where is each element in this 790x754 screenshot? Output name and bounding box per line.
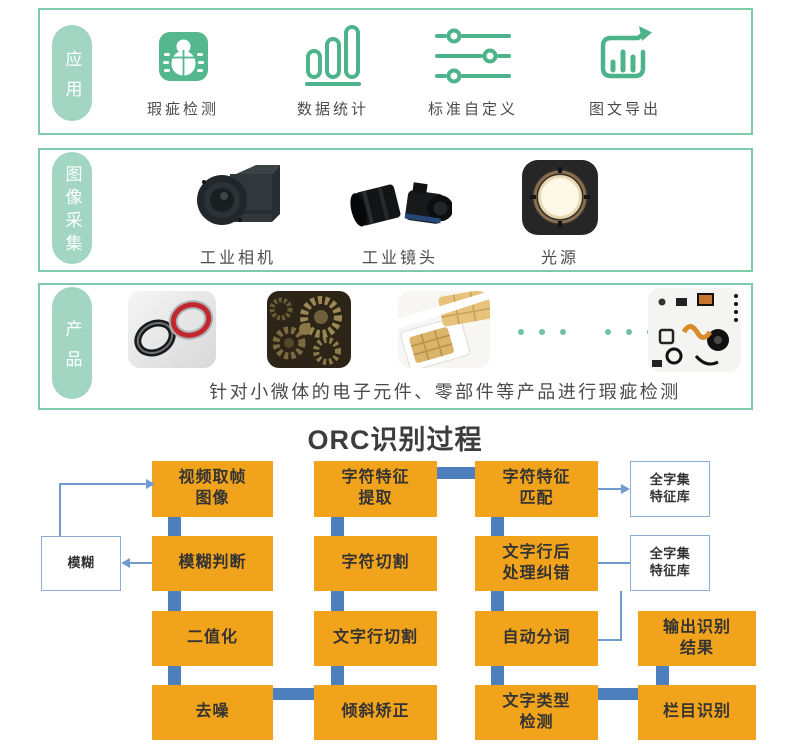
pcb-parts-photo xyxy=(648,288,741,372)
arrow-line xyxy=(598,488,622,490)
bug-icon xyxy=(158,31,208,81)
dot xyxy=(518,329,524,335)
export-chart-icon xyxy=(600,26,652,79)
connector xyxy=(437,467,475,479)
bearing-rings-photo xyxy=(128,291,216,368)
connector xyxy=(331,666,344,685)
flow-step-line-cut: 文字行切割 xyxy=(314,611,437,666)
flow-step-deskew: 倾斜矫正 xyxy=(314,685,437,740)
connector xyxy=(168,666,181,685)
app-item-label: 标准自定义 xyxy=(427,101,518,118)
connector xyxy=(273,688,314,700)
flow-ref-blur: 模糊 xyxy=(41,536,121,591)
arrow-line xyxy=(59,483,146,485)
flow-step-output-result: 输出识别 结果 xyxy=(638,611,756,666)
arrow-line xyxy=(620,591,622,641)
flow-ref-fullset-library-2: 全字集 特征库 xyxy=(630,535,710,591)
arrowhead-right xyxy=(146,479,155,489)
app-item-label: 图文导出 xyxy=(588,101,661,118)
app-item-data-statistics: 数据统计 xyxy=(258,21,408,119)
capture-item-light-source: 光源 xyxy=(485,156,635,268)
dot xyxy=(605,329,611,335)
dot xyxy=(626,329,632,335)
flow-step-binarize: 二值化 xyxy=(152,611,273,666)
industrial-camera-photo xyxy=(197,165,280,225)
flow-step-column-recognize: 栏目识别 xyxy=(638,685,756,740)
app-item-label: 瑕疵检测 xyxy=(146,101,219,118)
capture-item-label: 工业相机 xyxy=(199,250,276,267)
connector xyxy=(331,517,344,536)
connector xyxy=(491,591,504,611)
connector xyxy=(168,591,181,611)
flow-step-blur-judge: 模糊判断 xyxy=(152,536,273,591)
app-item-export: 图文导出 xyxy=(550,21,700,119)
connector xyxy=(168,517,181,536)
flow-step-postprocess: 文字行后 处理纠错 xyxy=(475,536,598,591)
arrow-line xyxy=(598,639,622,641)
arrow-line xyxy=(129,562,152,564)
flow-ref-fullset-library-1: 全字集 特征库 xyxy=(630,461,710,517)
gears-photo xyxy=(267,291,351,368)
connector xyxy=(331,591,344,611)
section-label-image-capture: 图像采集 xyxy=(52,152,92,264)
capture-item-camera: 工业相机 xyxy=(163,156,313,268)
flow-step-video-frame: 视频取帧 图像 xyxy=(152,461,273,517)
app-item-defect-detection: 瑕疵检测 xyxy=(108,21,258,119)
flow-step-feature-match: 字符特征 匹配 xyxy=(475,461,598,517)
more-products-dots xyxy=(518,329,668,335)
flowchart-title: ORC识别过程 xyxy=(307,425,483,455)
section-image-capture xyxy=(38,148,753,272)
arrowhead-right xyxy=(621,484,630,494)
capture-item-label: 工业镜头 xyxy=(361,250,438,267)
app-item-custom-standard: 标准自定义 xyxy=(398,21,548,119)
app-item-label: 数据统计 xyxy=(296,101,369,118)
flow-step-text-type: 文字类型 检测 xyxy=(475,685,598,740)
sliders-icon xyxy=(435,28,511,84)
arrow-line xyxy=(59,484,61,536)
industrial-lens-photo xyxy=(350,182,452,227)
light-source-photo xyxy=(522,160,598,235)
capture-item-lens: 工业镜头 xyxy=(325,156,475,268)
flow-step-word-segment: 自动分词 xyxy=(475,611,598,666)
connector xyxy=(491,517,504,536)
arrowhead-left xyxy=(121,558,130,568)
connector xyxy=(656,666,669,685)
bar-chart-icon xyxy=(305,25,361,86)
connector xyxy=(598,688,638,700)
arrow-line xyxy=(598,562,630,564)
products-caption: 针对小微体的电子元件、零部件等产品进行瑕疵检测 xyxy=(209,382,681,402)
flow-step-feature-extract: 字符特征 提取 xyxy=(314,461,437,517)
capture-item-label: 光源 xyxy=(540,250,579,267)
section-label-products: 产品 xyxy=(52,287,92,399)
flow-step-denoise: 去噪 xyxy=(152,685,273,740)
flow-step-char-cut: 字符切割 xyxy=(314,536,437,591)
connector xyxy=(491,666,504,685)
dot xyxy=(539,329,545,335)
dot xyxy=(560,329,566,335)
section-label-applications: 应用 xyxy=(52,25,92,121)
sim-cards-photo xyxy=(398,291,490,368)
